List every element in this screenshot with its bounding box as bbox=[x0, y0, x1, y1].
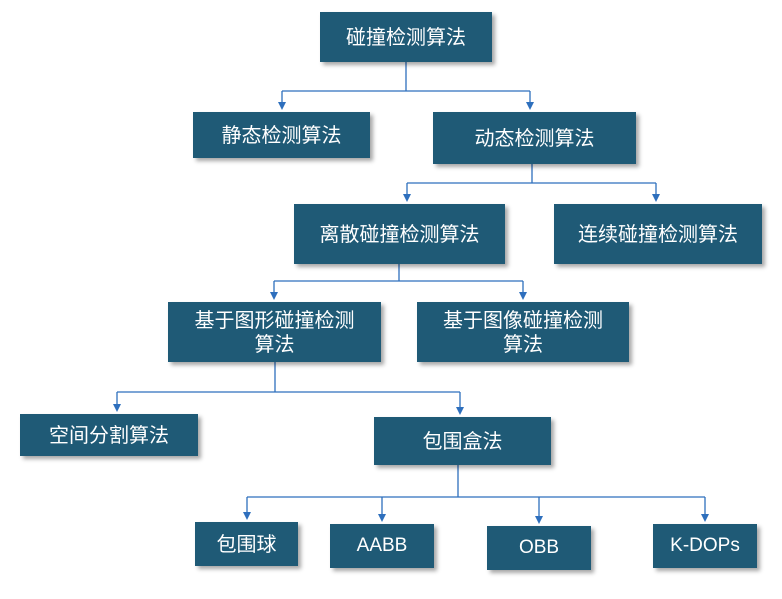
node-label-line1: 基于图像碰撞检测 bbox=[443, 308, 603, 332]
node-obb: OBB bbox=[487, 526, 591, 570]
node-image-based-detection: 基于图像碰撞检测 算法 bbox=[417, 302, 629, 362]
node-spatial-partition: 空间分割算法 bbox=[20, 414, 198, 456]
node-collision-detection: 碰撞检测算法 bbox=[320, 12, 492, 62]
node-discrete-detection: 离散碰撞检测算法 bbox=[294, 204, 505, 264]
node-bounding-box: 包围盒法 bbox=[374, 417, 551, 465]
connector-root bbox=[282, 62, 530, 92]
node-label-line2: 算法 bbox=[503, 332, 543, 356]
node-dynamic-detection: 动态检测算法 bbox=[433, 112, 636, 164]
node-static-detection: 静态检测算法 bbox=[193, 112, 370, 158]
node-geometry-based-detection: 基于图形碰撞检测 算法 bbox=[168, 302, 381, 362]
node-label: AABB bbox=[356, 535, 408, 556]
node-continuous-detection: 连续碰撞检测算法 bbox=[554, 204, 762, 264]
node-label: 空间分割算法 bbox=[49, 423, 169, 447]
connector-geometry bbox=[117, 362, 460, 393]
node-label: K-DOPs bbox=[670, 535, 740, 556]
node-label-line2: 算法 bbox=[254, 332, 295, 356]
connector-bounding-box bbox=[247, 465, 705, 498]
connector-dynamic bbox=[407, 164, 656, 184]
node-label: 静态检测算法 bbox=[221, 123, 342, 147]
node-bounding-sphere: 包围球 bbox=[195, 522, 298, 566]
node-aabb: AABB bbox=[330, 524, 434, 568]
node-label: OBB bbox=[518, 537, 560, 558]
node-label: 碰撞检测算法 bbox=[346, 25, 466, 49]
node-label-line1: 基于图形碰撞检测 bbox=[194, 308, 355, 332]
node-label: 动态检测算法 bbox=[474, 126, 595, 150]
node-k-dops: K-DOPs bbox=[653, 524, 757, 568]
node-label: 包围球 bbox=[216, 532, 277, 556]
node-label: 离散碰撞检测算法 bbox=[319, 222, 480, 246]
connector-discrete bbox=[274, 264, 523, 282]
node-label: 包围盒法 bbox=[422, 429, 503, 453]
node-label: 连续碰撞检测算法 bbox=[578, 222, 738, 246]
